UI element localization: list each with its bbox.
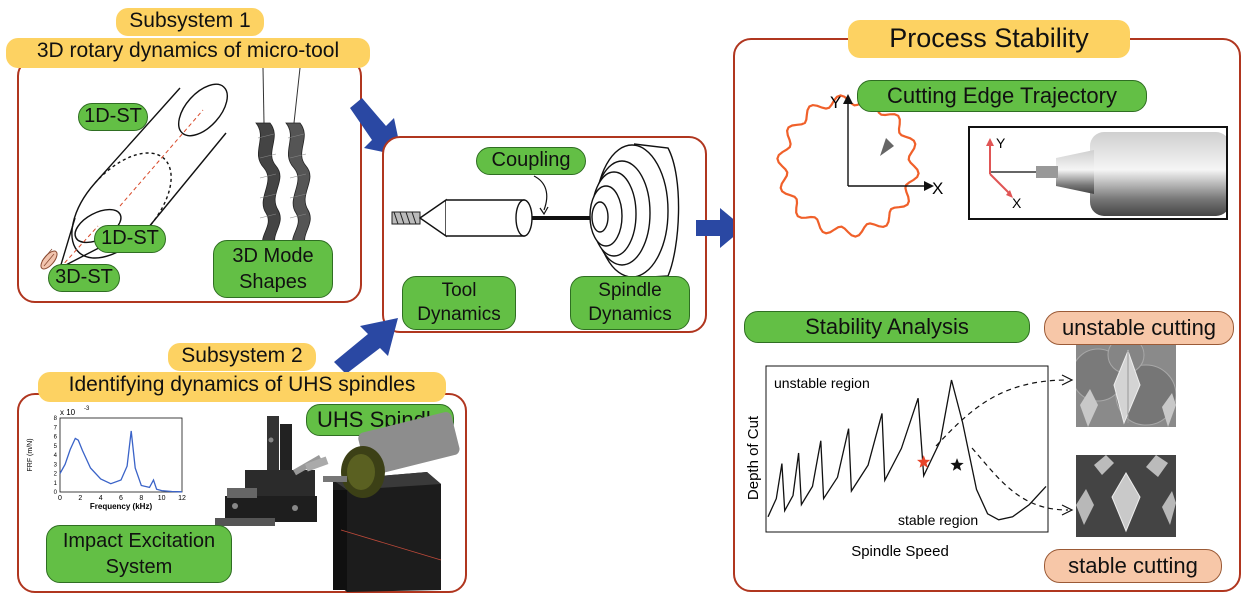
- chart-points: [917, 455, 964, 471]
- spindle-discs: [589, 143, 680, 279]
- flute-tip: [40, 248, 58, 270]
- frf-ytick-2: 2: [54, 472, 58, 478]
- mode-shape-meshes: [255, 68, 311, 247]
- uhs-spindle-rig: [215, 412, 460, 592]
- arrow-coupling-to-process: [696, 208, 744, 248]
- frf-plot: x 10 -3 FRF (m/N) Frequency (kHz) 0 2 4 6 8 1…: [27, 406, 186, 511]
- chart-point-stable: [950, 458, 964, 471]
- trajectory-drawing: Y X: [776, 93, 943, 238]
- mode-shapes-line2: Shapes: [239, 271, 307, 293]
- axis-y-label: Y: [830, 93, 841, 112]
- frf-ytick-3: 3: [54, 462, 58, 468]
- spindle-housing: [333, 472, 442, 592]
- frf-ytick-8: 8: [54, 416, 58, 422]
- stability-lobe-curve: [767, 379, 1047, 521]
- xyz-stage: [215, 416, 322, 526]
- trajectory-label: Cutting Edge Trajectory: [857, 80, 1147, 112]
- stability-chart: unstable region stable region Spindle Sp…: [745, 365, 1049, 560]
- axis-x-label: X: [932, 179, 943, 198]
- tool-dynamics-line2: Dynamics: [417, 304, 501, 325]
- impact-line2: System: [105, 556, 173, 578]
- stable-cutting-label: stable cutting: [1044, 549, 1222, 583]
- subsystem1-subtitle: 3D rotary dynamics of micro-tool: [6, 38, 370, 68]
- frf-xtick-8: 8: [139, 495, 143, 502]
- frf-xtick-6: 6: [119, 495, 123, 502]
- stability-analysis-label: Stability Analysis: [744, 311, 1030, 343]
- impact-excitation-label: Impact Excitation System: [46, 525, 232, 583]
- frf-xlabel: Frequency (kHz): [90, 502, 153, 511]
- subsystem1-title: Subsystem 1: [116, 8, 264, 36]
- frf-xtick-0: 0: [58, 495, 62, 502]
- spindle-cylinder: [305, 412, 460, 498]
- frf-ylabel: FRF (m/N): [27, 438, 34, 471]
- frf-yticks: 0 1 2 3 4 5 6 7 8: [54, 416, 58, 496]
- arrow-sub2-to-coupling: [334, 318, 398, 374]
- spindle-inset-svg: Y X: [986, 132, 1226, 216]
- stability-xlabel: Spindle Speed: [851, 543, 949, 560]
- frf-ytick-6: 6: [54, 435, 58, 441]
- chart-point-unstable: [917, 455, 931, 468]
- unstable-region-text: unstable region: [774, 375, 870, 391]
- frf-ytick-0: 0: [54, 490, 58, 496]
- stable-cutting-photo: [1076, 455, 1176, 537]
- coupling-pointer: [533, 175, 548, 211]
- frf-xtick-10: 10: [158, 495, 166, 502]
- mode-shapes-label: 3D Mode Shapes: [213, 240, 333, 298]
- frf-ytick-1: 1: [54, 481, 58, 487]
- process-stability-title: Process Stability: [848, 20, 1130, 58]
- tool-dynamics-line1: Tool: [441, 280, 477, 301]
- spindle-dynamics-line2: Dynamics: [588, 304, 672, 325]
- tool-edge-marker: [880, 138, 894, 156]
- coupling-label: Coupling: [476, 147, 586, 175]
- stability-ylabel: Depth of Cut: [745, 415, 762, 500]
- frf-ytick-4: 4: [54, 453, 58, 459]
- frf-axes: [59, 417, 183, 493]
- inset-x-label: X: [1012, 195, 1022, 211]
- spindle-dynamics-label: Spindle Dynamics: [570, 276, 690, 330]
- frf-series-line: [59, 430, 183, 493]
- trajectory-curve: [776, 94, 920, 238]
- drill-tip: [391, 211, 421, 225]
- spindle-inset-photo: Y X: [968, 126, 1228, 220]
- frf-xtick-2: 2: [78, 495, 82, 502]
- frf-xticks: 0 2 4 6 8 10 12: [58, 495, 186, 502]
- frf-ytick-5: 5: [54, 444, 58, 450]
- frf-exponent: -3: [84, 406, 90, 412]
- inset-y-label: Y: [996, 135, 1006, 151]
- frf-scale-prefix: x 10: [60, 408, 76, 417]
- unstable-cutting-photo: [1076, 345, 1176, 427]
- tool-dynamics-label: Tool Dynamics: [402, 276, 516, 330]
- unstable-cutting-label: unstable cutting: [1044, 311, 1234, 345]
- tool-spindle-drawing: [391, 143, 680, 279]
- mode-shapes-line1: 3D Mode: [232, 245, 314, 267]
- subsystem2-title: Subsystem 2: [168, 343, 316, 371]
- tool-body: [418, 198, 533, 238]
- impact-line1: Impact Excitation: [62, 530, 216, 552]
- st1-label: 1D-ST: [78, 103, 148, 131]
- stable-region-text: stable region: [898, 512, 978, 528]
- frf-xtick-4: 4: [99, 495, 103, 502]
- frf-xtick-12: 12: [178, 495, 186, 502]
- frf-ytick-7: 7: [54, 425, 58, 431]
- subsystem2-subtitle: Identifying dynamics of UHS spindles: [38, 372, 446, 402]
- spindle-dynamics-line1: Spindle: [598, 280, 662, 301]
- st3-label: 3D-ST: [48, 264, 120, 292]
- dashed-connectors: [935, 374, 1074, 516]
- st2-label: 1D-ST: [94, 225, 166, 253]
